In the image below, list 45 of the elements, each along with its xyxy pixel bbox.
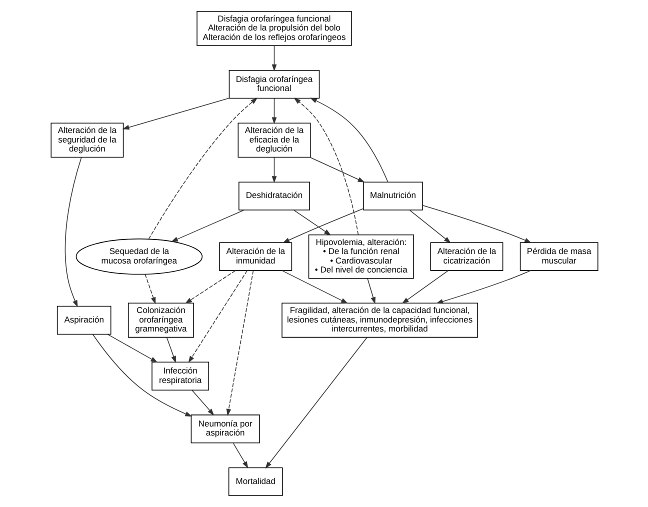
arrow (188, 270, 248, 363)
node-box: Alteración de la eficacia de la deglución (237, 122, 310, 158)
node-box: Disfagia orofaríngea funcional (228, 70, 320, 99)
arrow (401, 270, 448, 304)
node-box: Deshidratación (238, 182, 310, 210)
node-ellipse: Sequedad de la mucosa orofaríngea (75, 238, 202, 275)
arrow (148, 98, 258, 240)
node-box: Malnutrición (362, 182, 422, 210)
arrow (64, 156, 82, 308)
node-box: Pérdida de masa muscular (519, 242, 598, 271)
node-box: Disfagia orofaríngea funcional Alteración de la propulsión del bolo Alteración de los reflejos orofaríngeos (196, 10, 352, 46)
arrow (292, 210, 331, 236)
node-box: Neumonía por aspiración (190, 414, 260, 444)
node-box: Aspiración (56, 306, 111, 335)
arrow (408, 210, 450, 244)
node-box: Alteración de la seguridad de la deglución (50, 122, 124, 158)
arrow (293, 98, 358, 236)
arrow (309, 98, 388, 182)
arrow (144, 274, 156, 304)
arrow (166, 336, 176, 364)
arrow (191, 390, 214, 416)
arrow (184, 270, 236, 304)
arrow (170, 210, 244, 242)
arrow (435, 270, 530, 304)
node-box: Infección respiratoria (151, 362, 209, 390)
node-box: Alteración de la cicatrización (430, 242, 503, 271)
arrow (122, 98, 230, 130)
arrow (422, 204, 532, 244)
node-box: Mortalidad (228, 467, 282, 496)
node-box: Hipovolemia, alteración: • De la función renal • Cardiovascular • Del nivel de conciencia (308, 234, 414, 279)
arrow (264, 337, 367, 469)
node-box: Fragilidad, alteración de la capacidad funcional, lesiones cutáneas, inmunodepresión, infecciones intercurrentes, morbilidad (281, 302, 478, 338)
node-box: Alteración de la inmunidad (218, 242, 292, 271)
arrow (271, 45, 276, 72)
arrow (281, 270, 348, 304)
arrow (106, 334, 158, 363)
arrow (226, 270, 254, 416)
node-box: Colonización orofaríngea gramnegativa (127, 302, 194, 338)
arrow (366, 278, 376, 304)
arrow (271, 98, 276, 124)
arrow (271, 156, 276, 184)
arrow (282, 208, 364, 244)
arrow (92, 334, 192, 417)
arrow (232, 442, 248, 468)
arrow (309, 156, 364, 182)
